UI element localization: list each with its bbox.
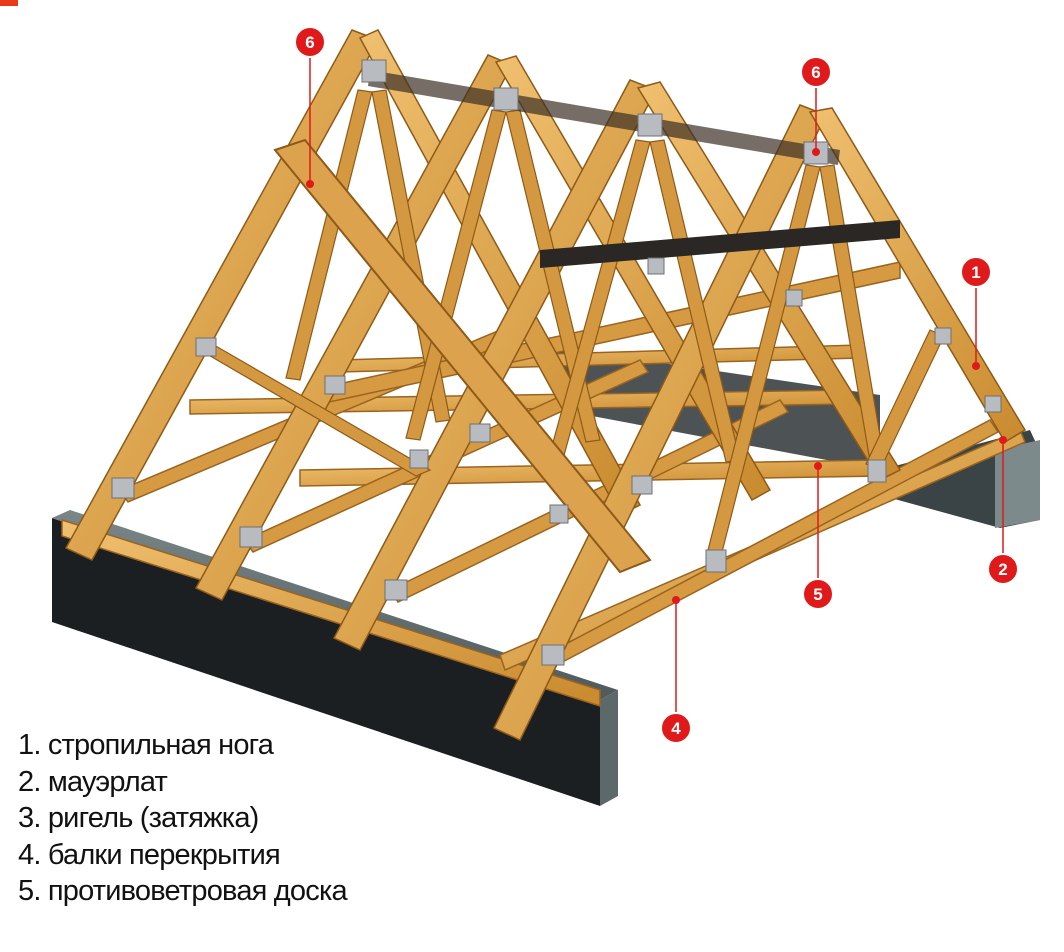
- callout-anchor-dots: [306, 148, 1007, 604]
- legend: 1. стропильная нога 2. мауэрлат 3. ригел…: [18, 727, 348, 910]
- callout-number: 1: [971, 263, 980, 282]
- wind-board: [273, 138, 652, 574]
- legend-item: 3. ригель (затяжка): [18, 802, 259, 834]
- callout-leaders: [309, 58, 1004, 712]
- callout-number: 6: [811, 63, 820, 82]
- purlin: [540, 220, 900, 268]
- connector-plates: [111, 59, 1002, 666]
- accent-corner: [0, 0, 18, 6]
- foundation-right: [880, 430, 1040, 528]
- callout-number: 4: [671, 719, 681, 738]
- callout-rafter: 1: [960, 256, 992, 288]
- legend-item: 2. мауэрлат: [18, 765, 168, 798]
- callout-ridge-left: 6: [294, 26, 326, 58]
- legend-item: 4. балки перекрытия: [18, 838, 281, 871]
- callout-tie-beam: 5: [802, 578, 834, 610]
- callout-number: 6: [305, 33, 314, 52]
- callout-ridge-right: 6: [800, 56, 832, 88]
- callout-number: 5: [813, 585, 822, 604]
- callout-mauerlat: 2: [987, 553, 1019, 585]
- upper-tie: [368, 70, 840, 165]
- callout-floor-beams: 4: [660, 712, 692, 744]
- legend-item: 5. противоветровая доска: [18, 875, 348, 907]
- rafters: [64, 29, 1027, 741]
- legend-item: 1. стропильная нога: [18, 729, 274, 761]
- callout-number: 2: [998, 560, 1007, 579]
